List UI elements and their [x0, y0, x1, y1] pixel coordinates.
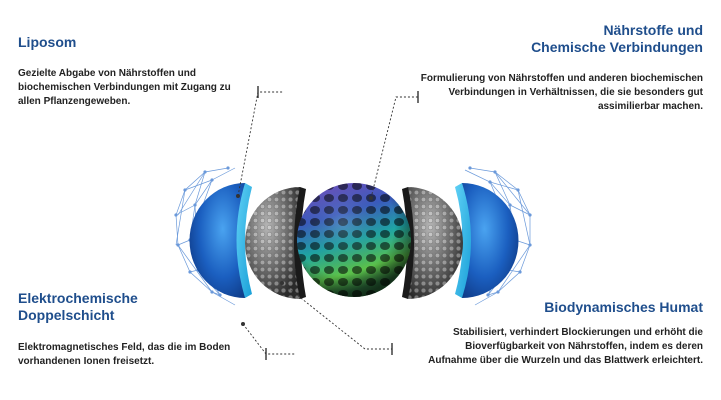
elektro-title-line1: Elektrochemische [18, 290, 138, 306]
elektro-description: Elektromagnetisches Feld, das die im Bod… [18, 342, 231, 367]
connector-naehrstoffe [370, 96, 418, 199]
elektro-title: Elektrochemische Doppelschicht [18, 290, 138, 324]
left-liposome-shell [189, 183, 252, 298]
liposom-title: Liposom [18, 34, 77, 50]
naehrstoffe-title-line1: Nährstoffe und [603, 22, 703, 38]
connector-dots [236, 194, 373, 326]
right-liposome-shell [455, 183, 519, 298]
naehrstoffe-description: Formulierung von Nährstoffen und anderen… [420, 73, 703, 112]
elektro-title-line2: Doppelschicht [18, 307, 115, 323]
naehrstoffe-title: Nährstoffe und Chemische Verbindungen [531, 22, 703, 56]
connector-humat [281, 282, 392, 350]
liposom-description: Gezielte Abgabe von Nährstoffen und bioc… [18, 68, 231, 107]
humat-description: Stabilisiert, verhindert Blockierungen u… [428, 327, 703, 366]
humat-title: Biodynamisches Humat [544, 299, 703, 315]
right-humate-shell [402, 187, 463, 299]
connector-elektro [242, 323, 296, 355]
core-nutrient-sphere [297, 183, 411, 297]
connector-markers [257, 86, 419, 360]
left-double-layer-shell [245, 187, 306, 299]
connector-liposom [237, 91, 283, 197]
naehrstoffe-title-line2: Chemische Verbindungen [531, 39, 703, 55]
